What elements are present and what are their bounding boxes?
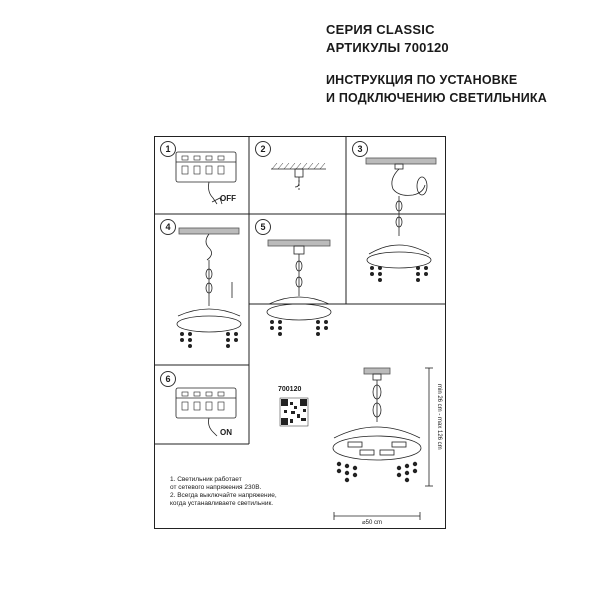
instruction-sheet: 1 2 3 4 5 6 OFF ON 700120 1. Светильник …: [154, 136, 446, 529]
step-2-number: 2: [255, 141, 271, 157]
crystal-drops: [336, 461, 418, 483]
panel-5-drawing: [266, 239, 332, 336]
dimension-drawing: [332, 367, 433, 520]
step-4-number: 4: [160, 219, 176, 235]
article-number: АРТИКУЛЫ 700120: [326, 40, 449, 55]
step-6-label: ON: [220, 428, 232, 437]
qr-code: [279, 397, 309, 427]
panel-3-drawing: [365, 157, 437, 282]
step-3-number: 3: [352, 141, 368, 157]
step-5-number: 5: [255, 219, 271, 235]
note-line-2: от сетевого напряжения 230В.: [170, 484, 262, 491]
panel-2-drawing: [271, 162, 326, 192]
step-1-number: 1: [160, 141, 176, 157]
step-6-number: 6: [160, 371, 176, 387]
panel-1-drawing: [175, 151, 237, 205]
panel-4-drawing: [176, 227, 242, 348]
note-line-3: 2. Всегда выключайте напряжение,: [170, 492, 277, 499]
instruction-grid: [154, 136, 446, 529]
width-dimension: ⌀50 cm: [362, 520, 382, 526]
product-code: 700120: [278, 386, 302, 393]
series-title: СЕРИЯ CLASSIC: [326, 22, 435, 37]
step-1-label: OFF: [220, 194, 236, 203]
instruction-title-line2: И ПОДКЛЮЧЕНИЮ СВЕТИЛЬНИКА: [326, 91, 547, 105]
height-dimension: min 26 cm - max 126 cm: [436, 384, 442, 450]
note-line-4: когда устанавливаете светильник.: [170, 500, 274, 507]
note-line-1: 1. Светильник работает: [170, 476, 242, 483]
panel-6-drawing: [175, 387, 237, 437]
instruction-title-line1: ИНСТРУКЦИЯ ПО УСТАНОВКЕ: [326, 73, 518, 87]
